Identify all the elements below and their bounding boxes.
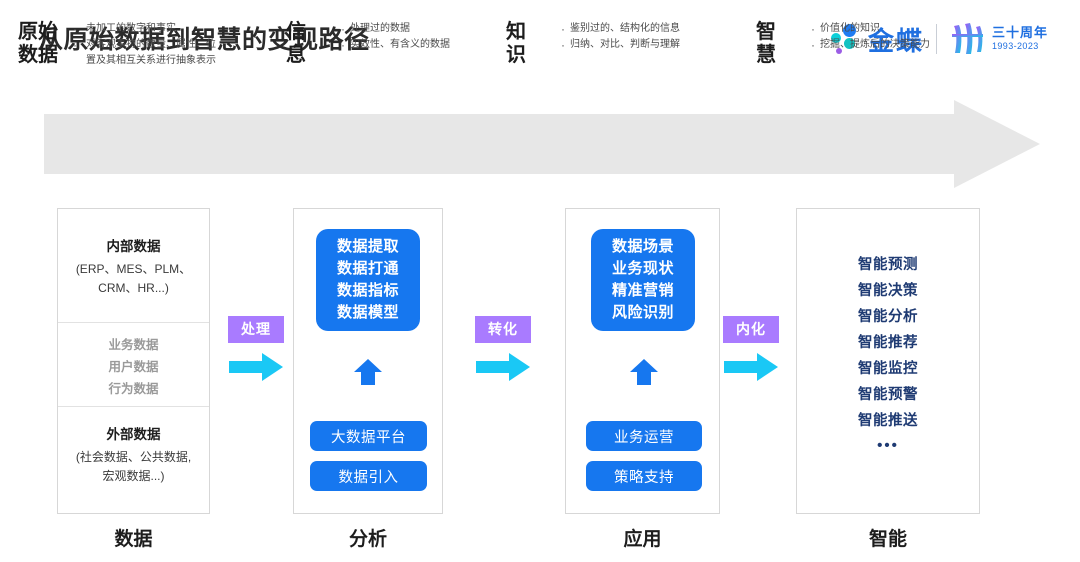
right-arrow-icon (724, 353, 778, 381)
connector-internalization: 内化 (723, 316, 779, 387)
concept-bullet-text: 价值化的知识 (820, 23, 880, 34)
concept-group-raw-data: 原始 数据 · 未加工的数字和事实 · 对客观事物的数量、属性、位 置及其相互关… (18, 21, 216, 69)
up-arrow-icon (630, 359, 658, 385)
concept-term: 知 识 (506, 21, 526, 66)
bullet-dot-icon: · (73, 38, 77, 52)
application-scenario-box[interactable]: 数据场景 业务现状 精准营销 风险识别 (591, 229, 695, 331)
concept-bullet-row: · 实效性、有含义的数据 (336, 37, 450, 53)
bullet-dot-icon: · (341, 38, 345, 52)
concept-bullet-row: · 归纳、对比、判断与理解 (556, 37, 680, 53)
concept-bullet-row: · 鉴别过的、结构化的信息 (556, 21, 680, 37)
application-strategy-pill[interactable]: 策略支持 (586, 461, 702, 491)
list-item: 智能决策 (858, 283, 918, 299)
concept-term: 智 慧 (756, 21, 776, 66)
analysis-ingest-pill[interactable]: 数据引入 (310, 461, 427, 491)
bullet-dot-icon: · (341, 22, 345, 36)
list-item: 智能推荐 (858, 335, 918, 351)
concept-bullet-row: · 处理过的数据 (336, 21, 450, 37)
list-item: 智能分析 (858, 309, 918, 325)
external-data-section: 外部数据 (社会数据、公共数据, 宏观数据...) (58, 407, 209, 513)
list-item: 智能预测 (858, 257, 918, 273)
column-card-data: 内部数据 (ERP、MES、PLM、 CRM、HR...) 业务数据 用户数据 … (57, 208, 210, 514)
concept-bullet-text: 鉴别过的、结构化的信息 (570, 23, 680, 34)
list-item: 智能预警 (858, 387, 918, 403)
concept-group-knowledge: 知 识 · 鉴别过的、结构化的信息 · 归纳、对比、判断与理解 (506, 21, 680, 67)
bullet-dot-icon: · (73, 22, 77, 36)
intelligence-capability-list: 智能预测 智能决策 智能分析 智能推荐 智能监控 智能预警 智能推送 ••• (796, 252, 980, 458)
anniversary-label: 三十周年 (991, 25, 1048, 41)
concept-bullet-row: · 对客观事物的数量、属性、位 置及其相互关系进行抽象表示 (64, 37, 216, 69)
concept-bullet-text: 归纳、对比、判断与理解 (570, 39, 680, 50)
column-label-application: 应用 (623, 529, 662, 550)
list-item: 智能推送 (858, 413, 918, 429)
analysis-platform-pill[interactable]: 大数据平台 (310, 421, 427, 451)
column-label-intelligence: 智能 (868, 529, 907, 550)
column-card-intelligence (796, 208, 980, 514)
internal-data-section: 内部数据 (ERP、MES、PLM、 CRM、HR...) (58, 209, 209, 323)
internal-data-title: 内部数据 (106, 239, 161, 254)
external-data-subtitle: (社会数据、公共数据, 宏观数据...) (75, 450, 192, 483)
right-arrow-icon (476, 353, 530, 381)
internal-data-subtitle: (ERP、MES、PLM、 CRM、HR...) (75, 262, 192, 295)
concept-bullet-text: 实效性、有含义的数据 (350, 39, 450, 50)
concept-bullet-text: 未加工的数字和事实 (86, 23, 176, 34)
bullet-dot-icon: · (811, 22, 815, 36)
list-ellipsis: ••• (877, 437, 899, 454)
concept-bullets: · 价值化的知识 · 挖掘、提炼后的决策能力 (806, 21, 930, 53)
page-title: 从原始数据到智慧的变现路径 (38, 26, 370, 54)
concept-bullet-row: · 未加工的数字和事实 (64, 21, 216, 37)
kingdee-dots-icon (830, 22, 864, 56)
concept-term: 原始 数据 (18, 21, 58, 66)
concept-bullet-row: · 价值化的知识 (806, 21, 930, 37)
concept-bullets: · 未加工的数字和事实 · 对客观事物的数量、属性、位 置及其相互关系进行抽象表… (64, 21, 216, 69)
connector-processing: 处理 (228, 316, 284, 387)
bullet-dot-icon: · (811, 38, 815, 52)
connector-transformation: 转化 (475, 316, 531, 387)
right-arrow-icon (229, 353, 283, 381)
data-type-item: 行为数据 (108, 382, 159, 396)
logo-divider (935, 24, 937, 54)
concept-bullets: · 鉴别过的、结构化的信息 · 归纳、对比、判断与理解 (556, 21, 680, 53)
brand-logo: 金蝶 三十周年 1993-2023 (830, 18, 1048, 60)
concept-bullet-row: · 挖掘、提炼后的决策能力 (806, 37, 930, 53)
concept-bullets: · 处理过的数据 · 实效性、有含义的数据 (336, 21, 450, 53)
column-label-analysis: 分析 (348, 529, 387, 550)
concept-bullet-text: 挖掘、提炼后的决策能力 (820, 39, 930, 50)
analysis-capability-box[interactable]: 数据提取 数据打通 数据指标 数据模型 (316, 229, 420, 331)
concept-bullet-text: 处理过的数据 (350, 23, 410, 34)
data-type-item: 用户数据 (108, 360, 159, 374)
data-type-item: 业务数据 (108, 338, 159, 352)
anniversary-years: 1993-2023 (991, 41, 1039, 52)
bullet-dot-icon: · (561, 22, 565, 36)
anniversary-text: 三十周年 1993-2023 (991, 25, 1048, 52)
middle-data-section: 业务数据 用户数据 行为数据 (58, 323, 209, 407)
external-data-title: 外部数据 (106, 427, 161, 442)
concept-term: 信 息 (286, 21, 306, 66)
connector-label: 内化 (723, 316, 779, 343)
list-item: 智能监控 (858, 361, 918, 377)
concept-banner (44, 100, 1040, 188)
concept-group-information: 信 息 · 处理过的数据 · 实效性、有含义的数据 (286, 21, 450, 67)
connector-label: 转化 (475, 316, 531, 343)
up-arrow-icon (354, 359, 382, 385)
concept-bullet-text: 对客观事物的数量、属性、位 置及其相互关系进行抽象表示 (86, 39, 216, 66)
column-label-data: 数据 (114, 529, 153, 550)
anniversary-mark-icon (951, 23, 983, 54)
application-operations-pill[interactable]: 业务运营 (586, 421, 702, 451)
connector-label: 处理 (228, 316, 284, 343)
brand-name: 金蝶 (867, 25, 924, 56)
concept-group-wisdom: 智 慧 · 价值化的知识 · 挖掘、提炼后的决策能力 (756, 21, 930, 67)
bullet-dot-icon: · (561, 38, 565, 52)
